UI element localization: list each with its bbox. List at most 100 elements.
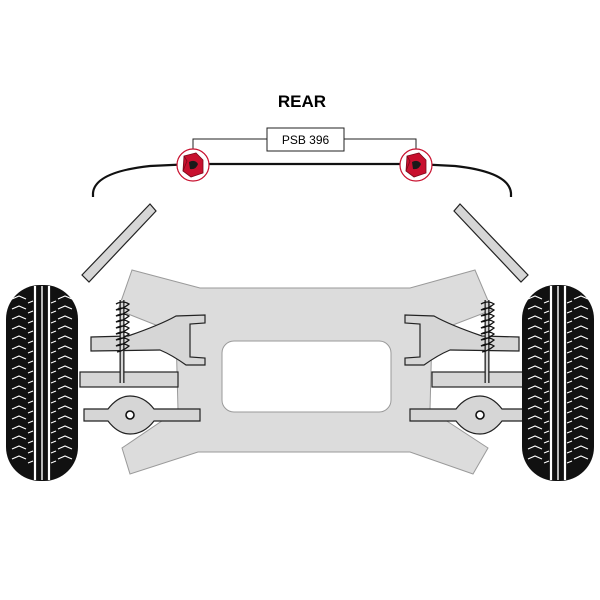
tread-sipe xyxy=(566,330,573,334)
tread-sipe xyxy=(543,320,550,324)
tread-sipe xyxy=(566,390,573,394)
tread-mark xyxy=(11,405,27,410)
anti-roll-bar xyxy=(91,162,513,197)
tread-mark xyxy=(527,435,543,440)
tread-sipe xyxy=(50,320,57,324)
tread-sipe xyxy=(566,430,573,434)
tread-mark xyxy=(573,365,589,370)
tread-sipe xyxy=(27,360,34,364)
tread-mark xyxy=(11,335,27,340)
tread-mark xyxy=(573,325,589,330)
tread-mark xyxy=(573,445,589,450)
tread-sipe xyxy=(27,380,34,384)
tread-sipe xyxy=(543,380,550,384)
right-suspension xyxy=(404,300,530,435)
tread-mark xyxy=(573,405,589,410)
tread-mark xyxy=(11,415,27,420)
left-suspension xyxy=(79,300,206,435)
tread-mark xyxy=(57,435,73,440)
rear-heading: REAR xyxy=(278,92,326,111)
tread-mark xyxy=(573,355,589,360)
tread-sipe xyxy=(50,380,57,384)
tread-sipe xyxy=(566,440,573,444)
tread-mark xyxy=(527,425,543,430)
drop-link-right xyxy=(453,203,529,283)
tread-mark xyxy=(57,335,73,340)
tread-sipe xyxy=(543,330,550,334)
tread-mark xyxy=(527,355,543,360)
tread-sipe xyxy=(27,350,34,354)
tread-sipe xyxy=(543,410,550,414)
tread-sipe xyxy=(543,390,550,394)
tread-mark xyxy=(573,425,589,430)
upper-arm-right xyxy=(404,314,520,366)
lower-arm-pivot-right xyxy=(475,410,485,420)
polyurethane-bush-icon xyxy=(399,148,433,182)
tread-sipe xyxy=(566,340,573,344)
tread-mark xyxy=(527,345,543,350)
tread-sipe xyxy=(543,400,550,404)
tread-mark xyxy=(11,345,27,350)
tread-mark xyxy=(527,305,543,310)
tread-mark xyxy=(573,375,589,380)
tread-sipe xyxy=(566,400,573,404)
tread-sipe xyxy=(543,460,550,464)
polyurethane-bush-icon xyxy=(176,148,210,182)
spring-perch-left xyxy=(79,371,179,388)
tread-mark xyxy=(57,345,73,350)
tread-sipe xyxy=(50,330,57,334)
tread-sipe xyxy=(27,370,34,374)
drop-link-left xyxy=(81,203,157,283)
tread-mark xyxy=(11,395,27,400)
tread-sipe xyxy=(566,310,573,314)
tread-mark xyxy=(573,435,589,440)
tread-mark xyxy=(11,455,27,460)
tread-mark xyxy=(57,385,73,390)
tread-sipe xyxy=(27,330,34,334)
tread-sipe xyxy=(543,370,550,374)
tread-mark xyxy=(573,305,589,310)
tread-mark xyxy=(57,455,73,460)
coil-spring-right xyxy=(480,301,496,353)
tread-sipe xyxy=(543,420,550,424)
tread-mark xyxy=(573,385,589,390)
tread-sipe xyxy=(543,350,550,354)
tread-mark xyxy=(57,395,73,400)
tread-mark xyxy=(527,325,543,330)
tread-mark xyxy=(11,315,27,320)
tread-sipe xyxy=(566,320,573,324)
tread-mark xyxy=(11,425,27,430)
tread-sipe xyxy=(50,410,57,414)
tread-sipe xyxy=(27,450,34,454)
bush-left xyxy=(176,148,210,182)
upper-arm-left xyxy=(90,314,206,366)
tread-mark xyxy=(11,325,27,330)
tread-mark xyxy=(527,365,543,370)
tread-mark xyxy=(11,375,27,380)
tyre-left xyxy=(6,285,78,481)
tread-mark xyxy=(527,395,543,400)
tread-sipe xyxy=(566,300,573,304)
tread-mark xyxy=(11,435,27,440)
tread-sipe xyxy=(27,440,34,444)
tread-sipe xyxy=(543,440,550,444)
tread-mark xyxy=(57,325,73,330)
tread-sipe xyxy=(50,300,57,304)
tread-sipe xyxy=(50,370,57,374)
lower-arm-left xyxy=(83,395,201,435)
tyre-right xyxy=(522,285,594,481)
tread-sipe xyxy=(50,310,57,314)
tread-mark xyxy=(527,405,543,410)
tread-sipe xyxy=(543,430,550,434)
bush-right xyxy=(399,148,433,182)
tread-sipe xyxy=(543,300,550,304)
tread-mark xyxy=(573,335,589,340)
tread-sipe xyxy=(50,460,57,464)
subframe xyxy=(117,269,493,475)
tread-mark xyxy=(573,395,589,400)
tread-sipe xyxy=(50,440,57,444)
tread-sipe xyxy=(50,340,57,344)
part-label-box xyxy=(266,127,345,152)
tread-mark xyxy=(573,345,589,350)
